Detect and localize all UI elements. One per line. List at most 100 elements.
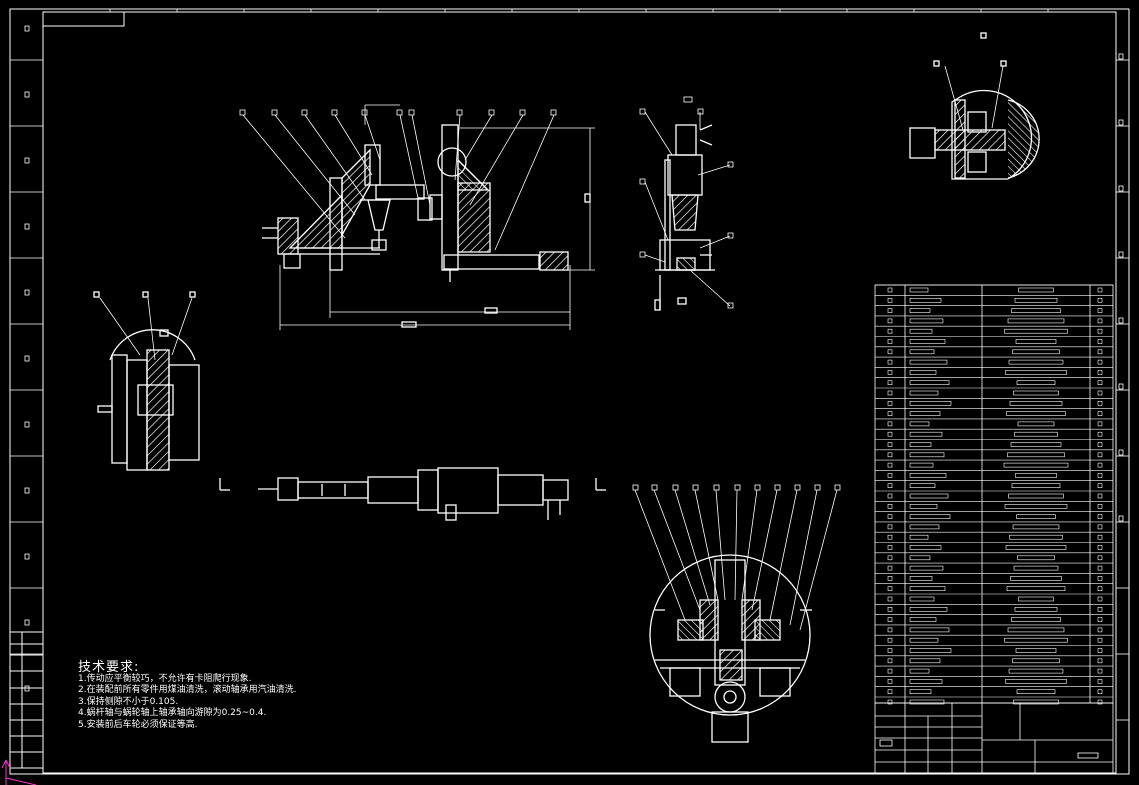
- zone-marker-left: [24, 487, 30, 494]
- bom-name-cell: [909, 576, 933, 581]
- bom-name-cell: [909, 524, 940, 530]
- leader-line: [454, 114, 461, 181]
- balloon-marker: [754, 484, 761, 491]
- bom-qty-cell: [1097, 679, 1103, 684]
- bom-spec-cell: [1005, 545, 1067, 550]
- detail-view-c: [649, 554, 812, 743]
- bom-row-index: [887, 483, 893, 489]
- bom-name-cell: [909, 473, 947, 478]
- bom-spec-cell: [1013, 565, 1059, 571]
- bom-spec-cell: [1012, 658, 1060, 664]
- balloon-marker: [639, 108, 646, 115]
- bom-name-cell: [909, 421, 930, 427]
- bom-qty-cell: [1097, 308, 1103, 313]
- balloon-marker: [651, 484, 658, 491]
- bom-name-cell: [909, 431, 943, 437]
- bom-qty-cell: [1097, 668, 1103, 674]
- bom-qty-cell: [1097, 596, 1103, 602]
- bom-row-index: [887, 534, 893, 540]
- bom-qty-cell: [1097, 339, 1103, 344]
- zone-marker-left: [24, 355, 30, 362]
- balloon-marker: [408, 109, 415, 116]
- bom-qty-cell: [1097, 370, 1103, 375]
- bom-spec-cell: [1004, 328, 1068, 334]
- left-title-strip: [9, 631, 44, 769]
- bom-spec-cell: [1004, 503, 1068, 509]
- bom-row-index: [887, 349, 893, 355]
- bom-name-cell: [909, 452, 945, 458]
- zone-marker-right: [1118, 119, 1124, 126]
- bom-spec-cell: [1014, 606, 1058, 612]
- bom-spec-cell: [1005, 679, 1067, 684]
- balloon-marker: [632, 484, 639, 491]
- balloon-marker: [727, 161, 734, 168]
- bom-spec-cell: [1009, 400, 1063, 406]
- bom-row-index: [887, 308, 893, 313]
- leader-line: [741, 489, 758, 601]
- bom-row-index: [887, 431, 893, 437]
- bom-qty-cell: [1097, 637, 1103, 643]
- bom-spec-cell: [1018, 287, 1054, 293]
- bom-spec-cell: [1018, 596, 1054, 602]
- technical-requirements-title: 技术要求:: [78, 660, 140, 675]
- bom-name-cell: [909, 483, 936, 489]
- bom-row-index: [887, 576, 893, 581]
- bom-qty-cell: [1097, 576, 1103, 581]
- zone-marker-left: [24, 421, 30, 428]
- bom-name-cell: [909, 534, 929, 540]
- bom-row-index: [887, 503, 893, 509]
- bom-row-index: [887, 328, 893, 334]
- leader-line: [674, 489, 711, 606]
- zone-marker-left: [24, 553, 30, 560]
- drawing-border: [9, 8, 1130, 775]
- balloon-marker: [774, 484, 781, 491]
- bom-row-index: [887, 287, 893, 293]
- bom-name-cell: [909, 596, 935, 602]
- requirement-item-5: 5.安装前后车轮必须保证等高.: [78, 719, 198, 730]
- bom-qty-cell: [1097, 349, 1103, 355]
- title-block: [874, 702, 1114, 774]
- zone-marker-right: [1118, 53, 1124, 60]
- leader-line: [399, 114, 419, 199]
- bom-row-index: [887, 390, 893, 396]
- bom-row-index: [887, 339, 893, 344]
- requirement-item-3: 3.保持侧隙不小于0.105.: [78, 696, 179, 707]
- zone-marker-right: [1118, 515, 1124, 522]
- bom-name-cell: [909, 586, 946, 592]
- bom-name-cell: [909, 339, 946, 344]
- bom-row-index: [887, 370, 893, 375]
- leader-line: [653, 489, 701, 611]
- bom-qty-cell: [1097, 493, 1103, 499]
- bom-row-index: [887, 411, 893, 416]
- bom-row-index: [887, 400, 893, 406]
- zone-marker-right: [1118, 449, 1124, 456]
- bom-name-cell: [909, 287, 929, 293]
- bom-row-index: [887, 658, 893, 664]
- bom-qty-cell: [1097, 411, 1103, 416]
- bom-qty-cell: [1097, 586, 1103, 592]
- balloon-marker: [834, 484, 841, 491]
- balloon-marker: [713, 484, 720, 491]
- bom-spec-cell: [1011, 308, 1061, 313]
- zone-marker-left: [24, 223, 30, 230]
- side-view-assembly: [262, 104, 595, 330]
- balloon-marker: [456, 109, 463, 116]
- bom-name-cell: [909, 349, 935, 355]
- balloon-marker: [794, 484, 801, 491]
- leader-line: [689, 269, 731, 307]
- bom-spec-cell: [1010, 442, 1062, 447]
- bom-spec-cell: [1008, 493, 1064, 499]
- bom-name-cell: [909, 668, 930, 674]
- bom-name-cell: [909, 380, 950, 386]
- bom-name-cell: [909, 462, 934, 468]
- bom-qty-cell: [1097, 452, 1103, 458]
- bom-spec-cell: [1016, 514, 1056, 519]
- bom-name-cell: [909, 606, 948, 612]
- balloon-marker: [814, 484, 821, 491]
- bom-spec-cell: [1013, 699, 1059, 705]
- bom-name-cell: [909, 390, 939, 396]
- bom-spec-cell: [1004, 637, 1068, 643]
- bom-name-cell: [909, 442, 932, 447]
- bom-qty-cell: [1097, 545, 1103, 550]
- balloon-marker: [396, 109, 403, 116]
